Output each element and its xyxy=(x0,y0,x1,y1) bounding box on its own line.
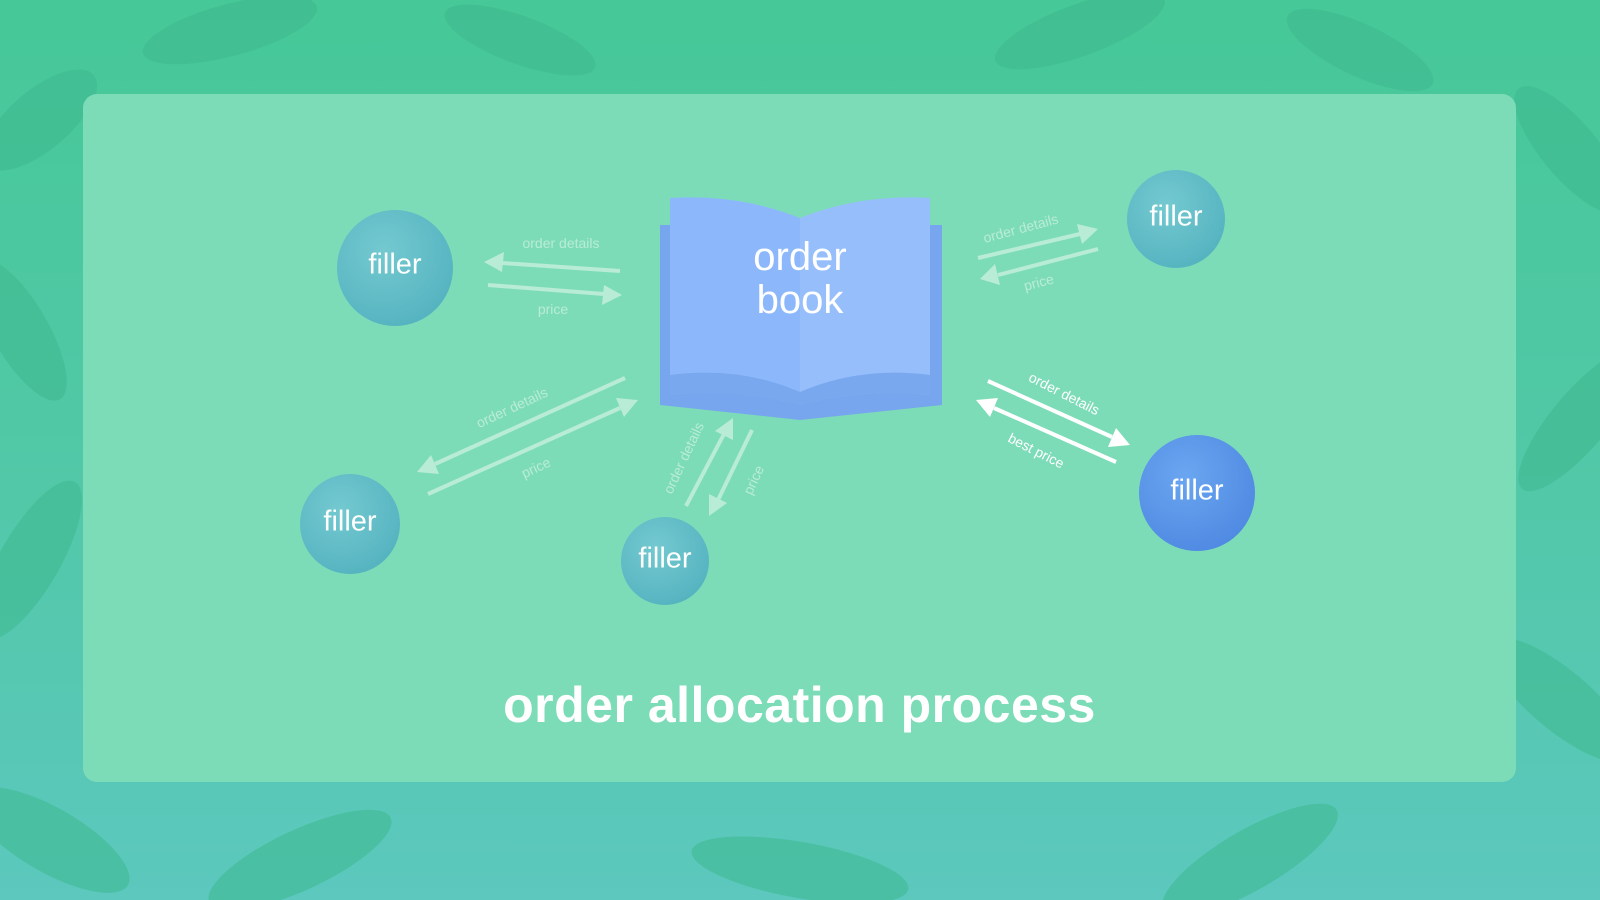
edge-bottom-center: order details price xyxy=(660,418,767,516)
diagram-title: order allocation process xyxy=(503,677,1096,733)
filler-label: filler xyxy=(1149,201,1203,233)
arrow-head-icon xyxy=(1108,428,1130,447)
edge-top-left: order details price xyxy=(484,235,622,317)
edge-label-order-details: order details xyxy=(1026,369,1102,418)
arrow-head-icon xyxy=(980,264,1000,285)
arrow-head-icon xyxy=(1077,224,1098,244)
arrow-head-icon xyxy=(709,494,727,516)
filler-label: filler xyxy=(638,543,692,575)
arrow-head-icon xyxy=(602,285,622,305)
filler-node-bottom-left: filler xyxy=(300,474,400,574)
edge-label-order-details: order details xyxy=(474,384,551,431)
edge-label-price: price xyxy=(740,463,767,497)
filler-node-bottom-center: filler xyxy=(621,517,709,605)
diagram-card xyxy=(83,94,1516,782)
arrow-head-icon xyxy=(715,418,733,440)
arrow-head-icon xyxy=(976,398,998,417)
edge-label-order-details: order details xyxy=(660,420,707,497)
filler-label: filler xyxy=(1170,475,1224,507)
arrow-head-icon xyxy=(417,455,439,474)
filler-label: filler xyxy=(323,506,377,538)
filler-node-top-left: filler xyxy=(337,210,453,326)
edge-label-price: price xyxy=(1022,270,1056,293)
filler-node-top-right: filler xyxy=(1127,170,1225,268)
order-book-label-line1: order xyxy=(753,235,846,279)
order-book-label-line2: book xyxy=(757,278,845,322)
filler-node-selected: filler xyxy=(1139,435,1255,551)
arrow-head-icon xyxy=(484,252,504,272)
edge-label-order-details: order details xyxy=(522,235,599,251)
edge-selected: order details best price xyxy=(976,369,1130,472)
edge-label-price: price xyxy=(519,454,553,481)
edge-bottom-left: order details price xyxy=(417,376,638,496)
edge-top-right: order details price xyxy=(977,210,1099,294)
arrow-head-icon xyxy=(616,398,638,417)
order-book-icon: order book xyxy=(660,197,942,420)
edge-label-price: price xyxy=(538,301,569,317)
filler-label: filler xyxy=(368,249,422,281)
